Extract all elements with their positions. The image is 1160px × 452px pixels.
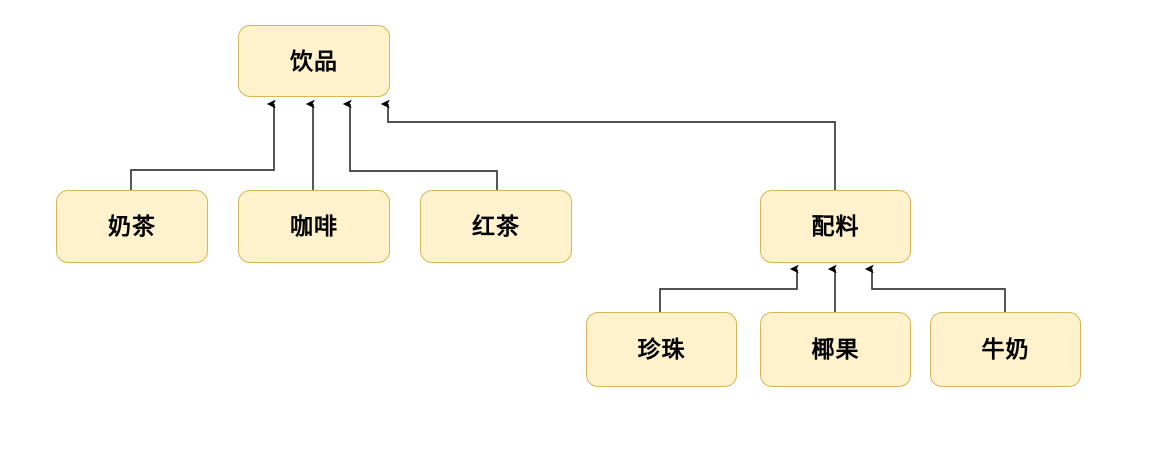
node-pearl[interactable]: 珍珠 bbox=[586, 312, 737, 387]
connector-blacktea-drink[interactable] bbox=[350, 104, 498, 190]
connector-topping-drink[interactable] bbox=[388, 104, 836, 190]
node-blacktea[interactable]: 红茶 bbox=[420, 190, 572, 263]
node-label-coffee: 咖啡 bbox=[290, 213, 338, 239]
node-milk[interactable]: 牛奶 bbox=[930, 312, 1081, 387]
node-label-milk: 牛奶 bbox=[981, 336, 1030, 362]
node-label-pearl: 珍珠 bbox=[637, 336, 686, 362]
node-drink[interactable]: 饮品 bbox=[238, 25, 390, 97]
node-label-coconut: 椰果 bbox=[811, 336, 860, 362]
connector-milktea-drink[interactable] bbox=[130, 104, 274, 190]
node-milktea[interactable]: 奶茶 bbox=[56, 190, 208, 263]
node-label-topping: 配料 bbox=[811, 213, 860, 239]
connector-pearl-topping[interactable] bbox=[659, 269, 797, 312]
node-coconut[interactable]: 椰果 bbox=[760, 312, 911, 387]
node-coffee[interactable]: 咖啡 bbox=[238, 190, 390, 263]
node-label-drink: 饮品 bbox=[290, 47, 338, 74]
node-label-blacktea: 红茶 bbox=[472, 213, 520, 239]
connector-milk-topping[interactable] bbox=[872, 269, 1006, 312]
connector-group bbox=[130, 104, 1006, 312]
node-label-milktea: 奶茶 bbox=[108, 213, 156, 239]
node-topping[interactable]: 配料 bbox=[760, 190, 911, 263]
